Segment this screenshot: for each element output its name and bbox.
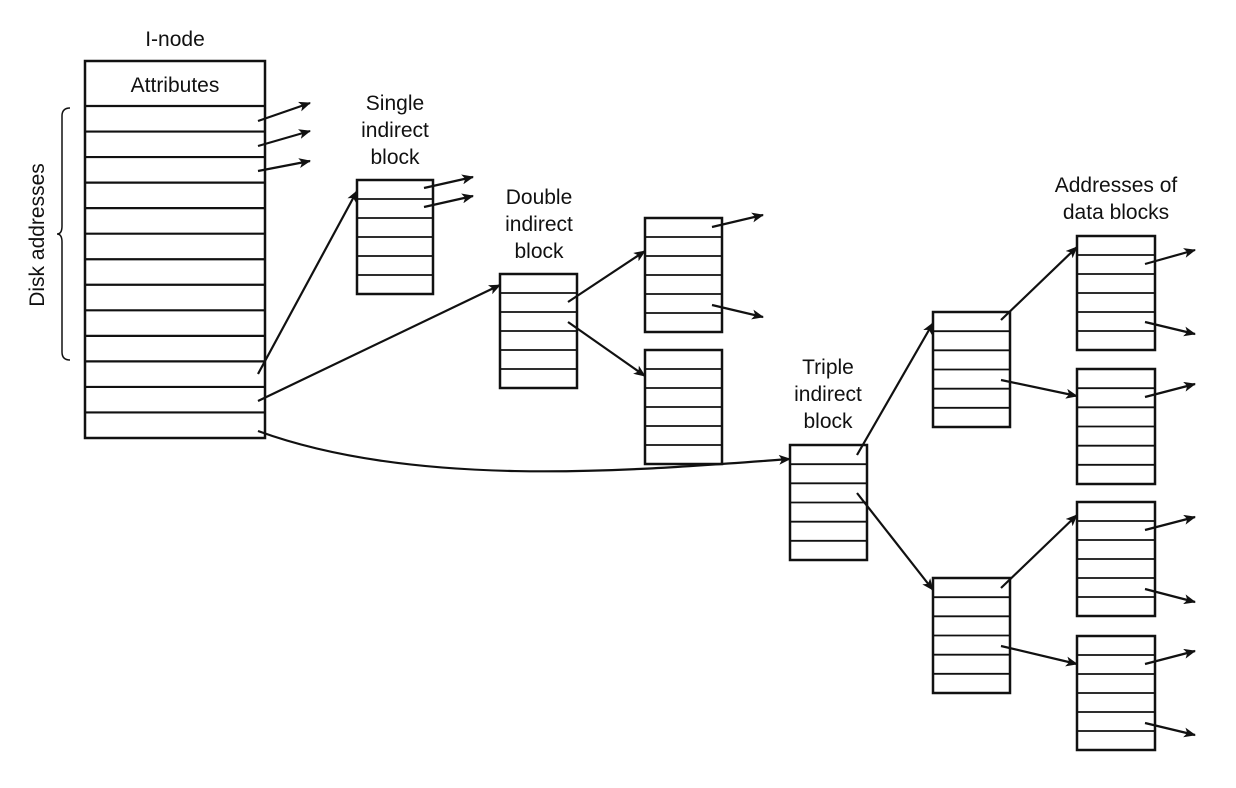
data-pointer-arrow [1144, 514, 1196, 532]
child-to-data-block-arrow [1000, 514, 1078, 589]
child-to-data-block-arrow [1000, 378, 1078, 399]
svg-text:Double: Double [506, 186, 573, 209]
triple-child-2-block [931, 576, 1012, 695]
double-child-2-block [643, 348, 724, 466]
data-address-block-3-block [1075, 500, 1157, 618]
child-to-data-block-arrow [1000, 644, 1078, 667]
data-address-block-2-block [1075, 367, 1157, 486]
svg-text:Triple: Triple [802, 356, 854, 379]
double-indirect-block [498, 272, 579, 390]
triple-indirect-block [788, 443, 869, 562]
svg-text:block: block [514, 240, 564, 263]
data-pointer-arrow [1144, 320, 1196, 337]
data-pointer-arrow [711, 212, 764, 229]
double-indirect-label: Double indirect block [505, 186, 573, 263]
svg-text:indirect: indirect [794, 383, 862, 406]
svg-text:indirect: indirect [361, 119, 429, 142]
double-to-child-arrow [567, 321, 646, 377]
double-indirect-pointer-arrow [257, 284, 501, 402]
disk-addresses-label: Disk addresses [26, 163, 49, 307]
single-indirect-block [355, 178, 435, 296]
data-pointer-arrow [1144, 381, 1196, 399]
data-pointer-arrow [423, 174, 474, 190]
svg-text:data blocks: data blocks [1063, 201, 1169, 224]
inode-block: Attributes [83, 59, 267, 440]
data-pointer-arrow [711, 303, 764, 320]
svg-text:indirect: indirect [505, 213, 573, 236]
inode-label: I-node [145, 28, 205, 51]
svg-text:Single: Single [366, 92, 424, 115]
data-pointer-arrow [1144, 721, 1196, 738]
triple-to-child-arrow [856, 322, 934, 456]
double-to-child-arrow [567, 250, 646, 303]
direct-pointer-arrow [257, 101, 311, 123]
data-address-block-4-block [1075, 634, 1157, 752]
single-indirect-pointer-arrow [257, 190, 358, 375]
double-child-1-block [643, 216, 724, 334]
attributes-label: Attributes [131, 74, 220, 97]
svg-text:block: block [803, 410, 853, 433]
disk-addresses-brace [56, 107, 71, 361]
data-pointer-arrow [1144, 587, 1196, 605]
child-to-data-block-arrow [1000, 246, 1078, 321]
inode-outline [83, 59, 267, 440]
direct-pointer-arrow [257, 129, 311, 148]
svg-text:block: block [370, 146, 420, 169]
data-pointer-arrow [1144, 248, 1196, 266]
data-address-block-1-block [1075, 234, 1157, 352]
triple-to-child-arrow [856, 492, 934, 591]
triple-child-1-block [931, 310, 1012, 429]
triple-indirect-label: Triple indirect block [794, 356, 862, 433]
triple-indirect-pointer-arrow [257, 429, 791, 473]
direct-pointer-arrow [257, 158, 311, 173]
data-pointer-arrow [1144, 648, 1196, 666]
data-blocks-label: Addresses of data blocks [1055, 174, 1178, 224]
data-pointer-arrow [423, 193, 474, 209]
single-indirect-label: Single indirect block [361, 92, 429, 169]
svg-text:Addresses of: Addresses of [1055, 174, 1178, 197]
